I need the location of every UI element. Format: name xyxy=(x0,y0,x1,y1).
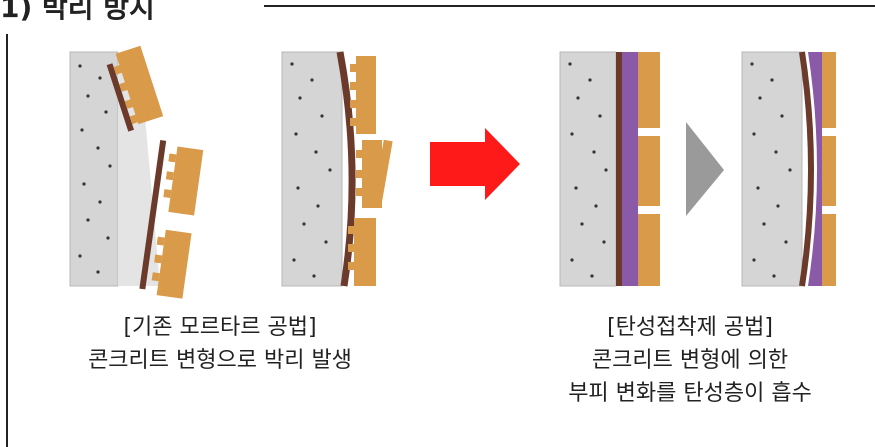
caption-text: 콘크리트 변형에 의한 xyxy=(591,348,789,373)
mortar-method-caption: [기존 모르타르 공법] 콘크리트 변형으로 박리 발생 xyxy=(40,311,400,377)
panel-mortar-deformed xyxy=(281,51,393,287)
mortar-layer xyxy=(616,52,622,286)
caption-text: 부피 변화를 탄성층이 흡수 xyxy=(568,381,812,406)
popped-tile xyxy=(372,139,393,207)
section-heading: 1) 박리 방지 xyxy=(0,0,155,24)
tile xyxy=(822,52,836,128)
tile xyxy=(822,214,836,286)
mortar-layer xyxy=(336,51,356,287)
tile xyxy=(638,136,660,206)
tile xyxy=(638,214,660,286)
caption-title: [기존 모르타르 공법] xyxy=(123,315,317,340)
panel-elastic-adhesive xyxy=(559,51,660,287)
detached-tile-top xyxy=(106,45,164,132)
red-right-arrow xyxy=(430,128,520,200)
tile xyxy=(638,52,660,128)
caption-text: 콘크리트 변형으로 박리 발생 xyxy=(88,348,352,373)
gray-triangle-arrow xyxy=(686,122,724,216)
concrete-wall xyxy=(741,51,803,287)
tile xyxy=(822,136,836,206)
elastic-method-caption: [탄성접착제 공법] 콘크리트 변형에 의한 부피 변화를 탄성층이 흡수 xyxy=(510,311,870,410)
caption-title: [탄성접착제 공법] xyxy=(607,315,773,340)
panel-elastic-deformed xyxy=(741,51,836,287)
concrete-wall xyxy=(69,51,119,287)
elastic-adhesive-layer xyxy=(622,52,638,286)
panel-mortar-detached xyxy=(69,45,204,299)
top-divider-line xyxy=(264,5,875,7)
left-border-line xyxy=(6,34,8,447)
detached-tile-bottom xyxy=(139,140,204,299)
concrete-wall xyxy=(559,51,617,287)
elastic-adhesive-layer xyxy=(808,52,822,286)
concrete-wall xyxy=(281,51,343,287)
mortar-layer xyxy=(799,51,814,287)
